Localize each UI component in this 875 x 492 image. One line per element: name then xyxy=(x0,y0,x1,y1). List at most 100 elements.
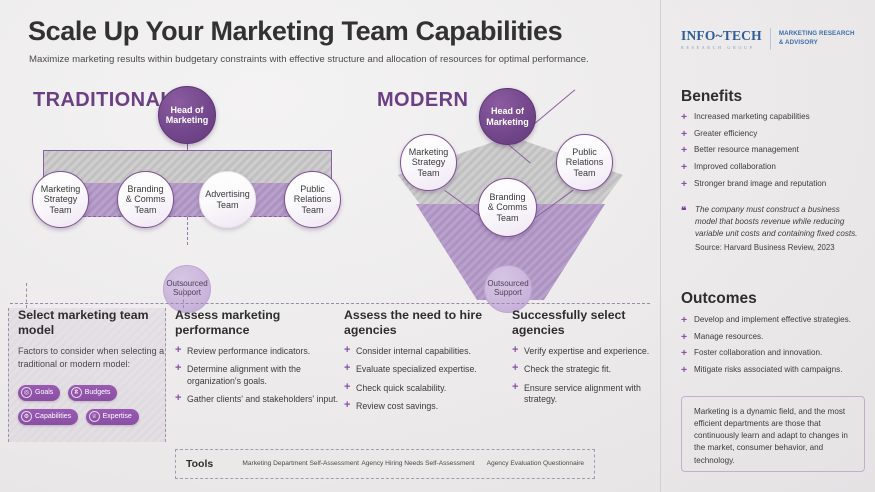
plus-icon: + xyxy=(512,344,519,356)
pill-expertise[interactable]: ♕ Expertise xyxy=(85,408,139,425)
list-item: +Ensure service alignment with strategy. xyxy=(512,380,657,407)
plus-icon: + xyxy=(344,398,351,411)
logo-tagline-line2: & ADVISORY xyxy=(778,39,818,46)
list-item: +Evaluate specialized expertise. xyxy=(344,362,504,376)
diagram-vertical-divider-mid xyxy=(183,283,184,308)
plus-icon: + xyxy=(344,362,351,375)
plus-icon: + xyxy=(681,111,688,123)
list-item-text: Check quick scalability. xyxy=(356,382,447,393)
plus-icon: + xyxy=(344,344,351,356)
list-item: +Check the strategic fit. xyxy=(512,363,657,376)
pill-label: Capabilities xyxy=(35,413,72,421)
node-label-line2: Relations xyxy=(565,157,604,168)
list-item-text: Greater efficiency xyxy=(694,128,758,138)
node-label-line1: Public xyxy=(572,147,597,158)
column-assess-marketing-performance: Assess marketing performance +Review per… xyxy=(175,308,340,492)
list-item: +Increased marketing capabilities xyxy=(681,111,871,123)
node-label-line3: Team xyxy=(573,167,596,178)
plus-icon: + xyxy=(681,347,688,360)
traditional-gray-band xyxy=(43,150,332,183)
badge-icon: ♕ xyxy=(88,411,100,423)
pill-capabilities[interactable]: ⚙ Capabilities xyxy=(18,408,79,425)
traditional-head-of-marketing-node[interactable]: Head of Marketing xyxy=(158,86,216,144)
tool-item-agency-evaluation-questionnaire[interactable]: Agency Evaluation Questionnaire xyxy=(486,459,585,467)
node-label: Head of Marketing xyxy=(166,105,209,125)
node-label-line3: Team xyxy=(134,204,157,215)
modern-team-node-marketing-strategy[interactable]: Marketing Strategy Team xyxy=(400,134,457,191)
modern-section-label: MODERN xyxy=(377,89,469,111)
node-label-line3: Team xyxy=(49,204,72,215)
node-label-line1: Branding xyxy=(127,184,164,195)
pill-label: Goals xyxy=(35,389,54,397)
plus-icon: + xyxy=(512,380,519,393)
quote-text: The company must construct a business mo… xyxy=(695,205,858,238)
traditional-outsourced-support-node[interactable]: Outsourced Support xyxy=(163,265,211,313)
list-item: +Review cost savings. xyxy=(344,398,504,413)
traditional-team-node-advertising[interactable]: Advertising Team xyxy=(199,171,256,228)
column-bullet-list: + Verify expertise and experience. +Check… xyxy=(512,344,657,407)
modern-team-node-public-relations[interactable]: Public Relations Team xyxy=(556,134,613,191)
plus-icon: + xyxy=(175,362,182,375)
modern-team-node-branding-comms[interactable]: Branding & Comms Team xyxy=(478,178,537,237)
node-label-line2: Support xyxy=(493,288,522,297)
list-item: + Develop and implement effective strateg… xyxy=(681,314,871,326)
list-item-text: Better resource management xyxy=(694,145,799,155)
list-item-text: Manage resources. xyxy=(694,331,764,341)
traditional-purple-band xyxy=(43,183,332,217)
list-item: +Greater efficiency xyxy=(681,128,871,140)
modern-outsourced-support-node[interactable]: Outsourced Support xyxy=(484,265,532,313)
node-label-line2: & Comms xyxy=(125,194,166,205)
page-subtitle: Maximize marketing results within budget… xyxy=(29,54,589,65)
diagram-vertical-divider-left xyxy=(26,283,27,308)
column-heading: Assess the need to hire agencies xyxy=(344,308,483,337)
column-assess-need-to-hire-agencies: Assess the need to hire agencies +Consid… xyxy=(344,308,504,492)
plus-icon: + xyxy=(681,364,688,377)
list-item-text: Determine alignment with the organizatio… xyxy=(187,364,301,387)
list-item-text: Develop and implement effective strategi… xyxy=(694,315,851,324)
pill-goals[interactable]: ◎ Goals xyxy=(18,384,61,401)
list-item: +Gather clients' and stakeholders' input… xyxy=(175,392,340,406)
outcomes-heading: Outcomes xyxy=(681,290,757,307)
node-label-line2: Relations xyxy=(293,194,332,205)
column-select-marketing-team-model: Select marketing team model Factors to c… xyxy=(18,308,170,492)
plus-icon: + xyxy=(175,392,182,405)
plus-icon: + xyxy=(681,161,688,174)
node-label-line2: Team xyxy=(216,199,239,210)
factor-pill-group: ◎ Goals ₴ Budgets ⚙ Capabilities ♕ Exper… xyxy=(18,381,158,429)
node-label-line1: Outsourced xyxy=(487,279,529,289)
node-label-line1: Advertising xyxy=(205,189,250,200)
traditional-team-node-public-relations[interactable]: Public Relations Team xyxy=(284,171,341,228)
sidebar-divider xyxy=(660,0,661,492)
column-heading: Select marketing team model xyxy=(18,308,149,337)
plus-icon: + xyxy=(344,380,351,393)
plus-icon: + xyxy=(681,314,688,326)
logo-tagline: MARKETING RESEARCH & ADVISORY xyxy=(779,30,855,48)
page-title: Scale Up Your Marketing Team Capabilitie… xyxy=(28,16,563,46)
column-blurb: Factors to consider when selecting a tra… xyxy=(18,346,165,369)
list-item: +Improved collaboration xyxy=(681,161,871,174)
list-item-text: Stronger brand image and reputation xyxy=(694,178,827,188)
diagram-horizontal-divider xyxy=(10,303,650,304)
node-label-line3: Team xyxy=(417,167,440,178)
modern-edge-head-to-pr xyxy=(531,89,576,127)
tool-item-agency-hiring-needs-self-assessment[interactable]: Agency Hiring Needs Self-Assessment xyxy=(361,459,475,467)
traditional-team-node-marketing-strategy[interactable]: Marketing Strategy Team xyxy=(32,171,89,228)
pill-label: Expertise xyxy=(102,413,132,421)
quote-source: Source: Harvard Business Review, 2023 xyxy=(695,243,835,253)
logo-tagline-line1: MARKETING RESEARCH xyxy=(778,30,855,38)
logo-subtext: RESEARCH GROUP xyxy=(681,45,755,50)
column-heading: Assess marketing performance xyxy=(175,308,281,337)
plus-icon: + xyxy=(681,330,688,343)
tool-item-marketing-department-self-assessment[interactable]: Marketing Department Self-Assessment xyxy=(242,459,359,467)
pull-quote: ❝ The company must construct a business … xyxy=(681,204,863,252)
list-item-text: Verify expertise and experience. xyxy=(524,346,650,356)
pill-budgets[interactable]: ₴ Budgets xyxy=(67,384,118,401)
plus-icon: + xyxy=(175,344,182,356)
plus-icon: + xyxy=(681,144,688,157)
modern-head-of-marketing-node[interactable]: Head of Marketing xyxy=(479,88,536,145)
gear-icon: ⚙ xyxy=(21,411,32,423)
node-label-line2: Marketing xyxy=(486,116,529,127)
plus-icon: + xyxy=(681,177,688,190)
traditional-team-node-branding-comms[interactable]: Branding & Comms Team xyxy=(117,171,174,228)
